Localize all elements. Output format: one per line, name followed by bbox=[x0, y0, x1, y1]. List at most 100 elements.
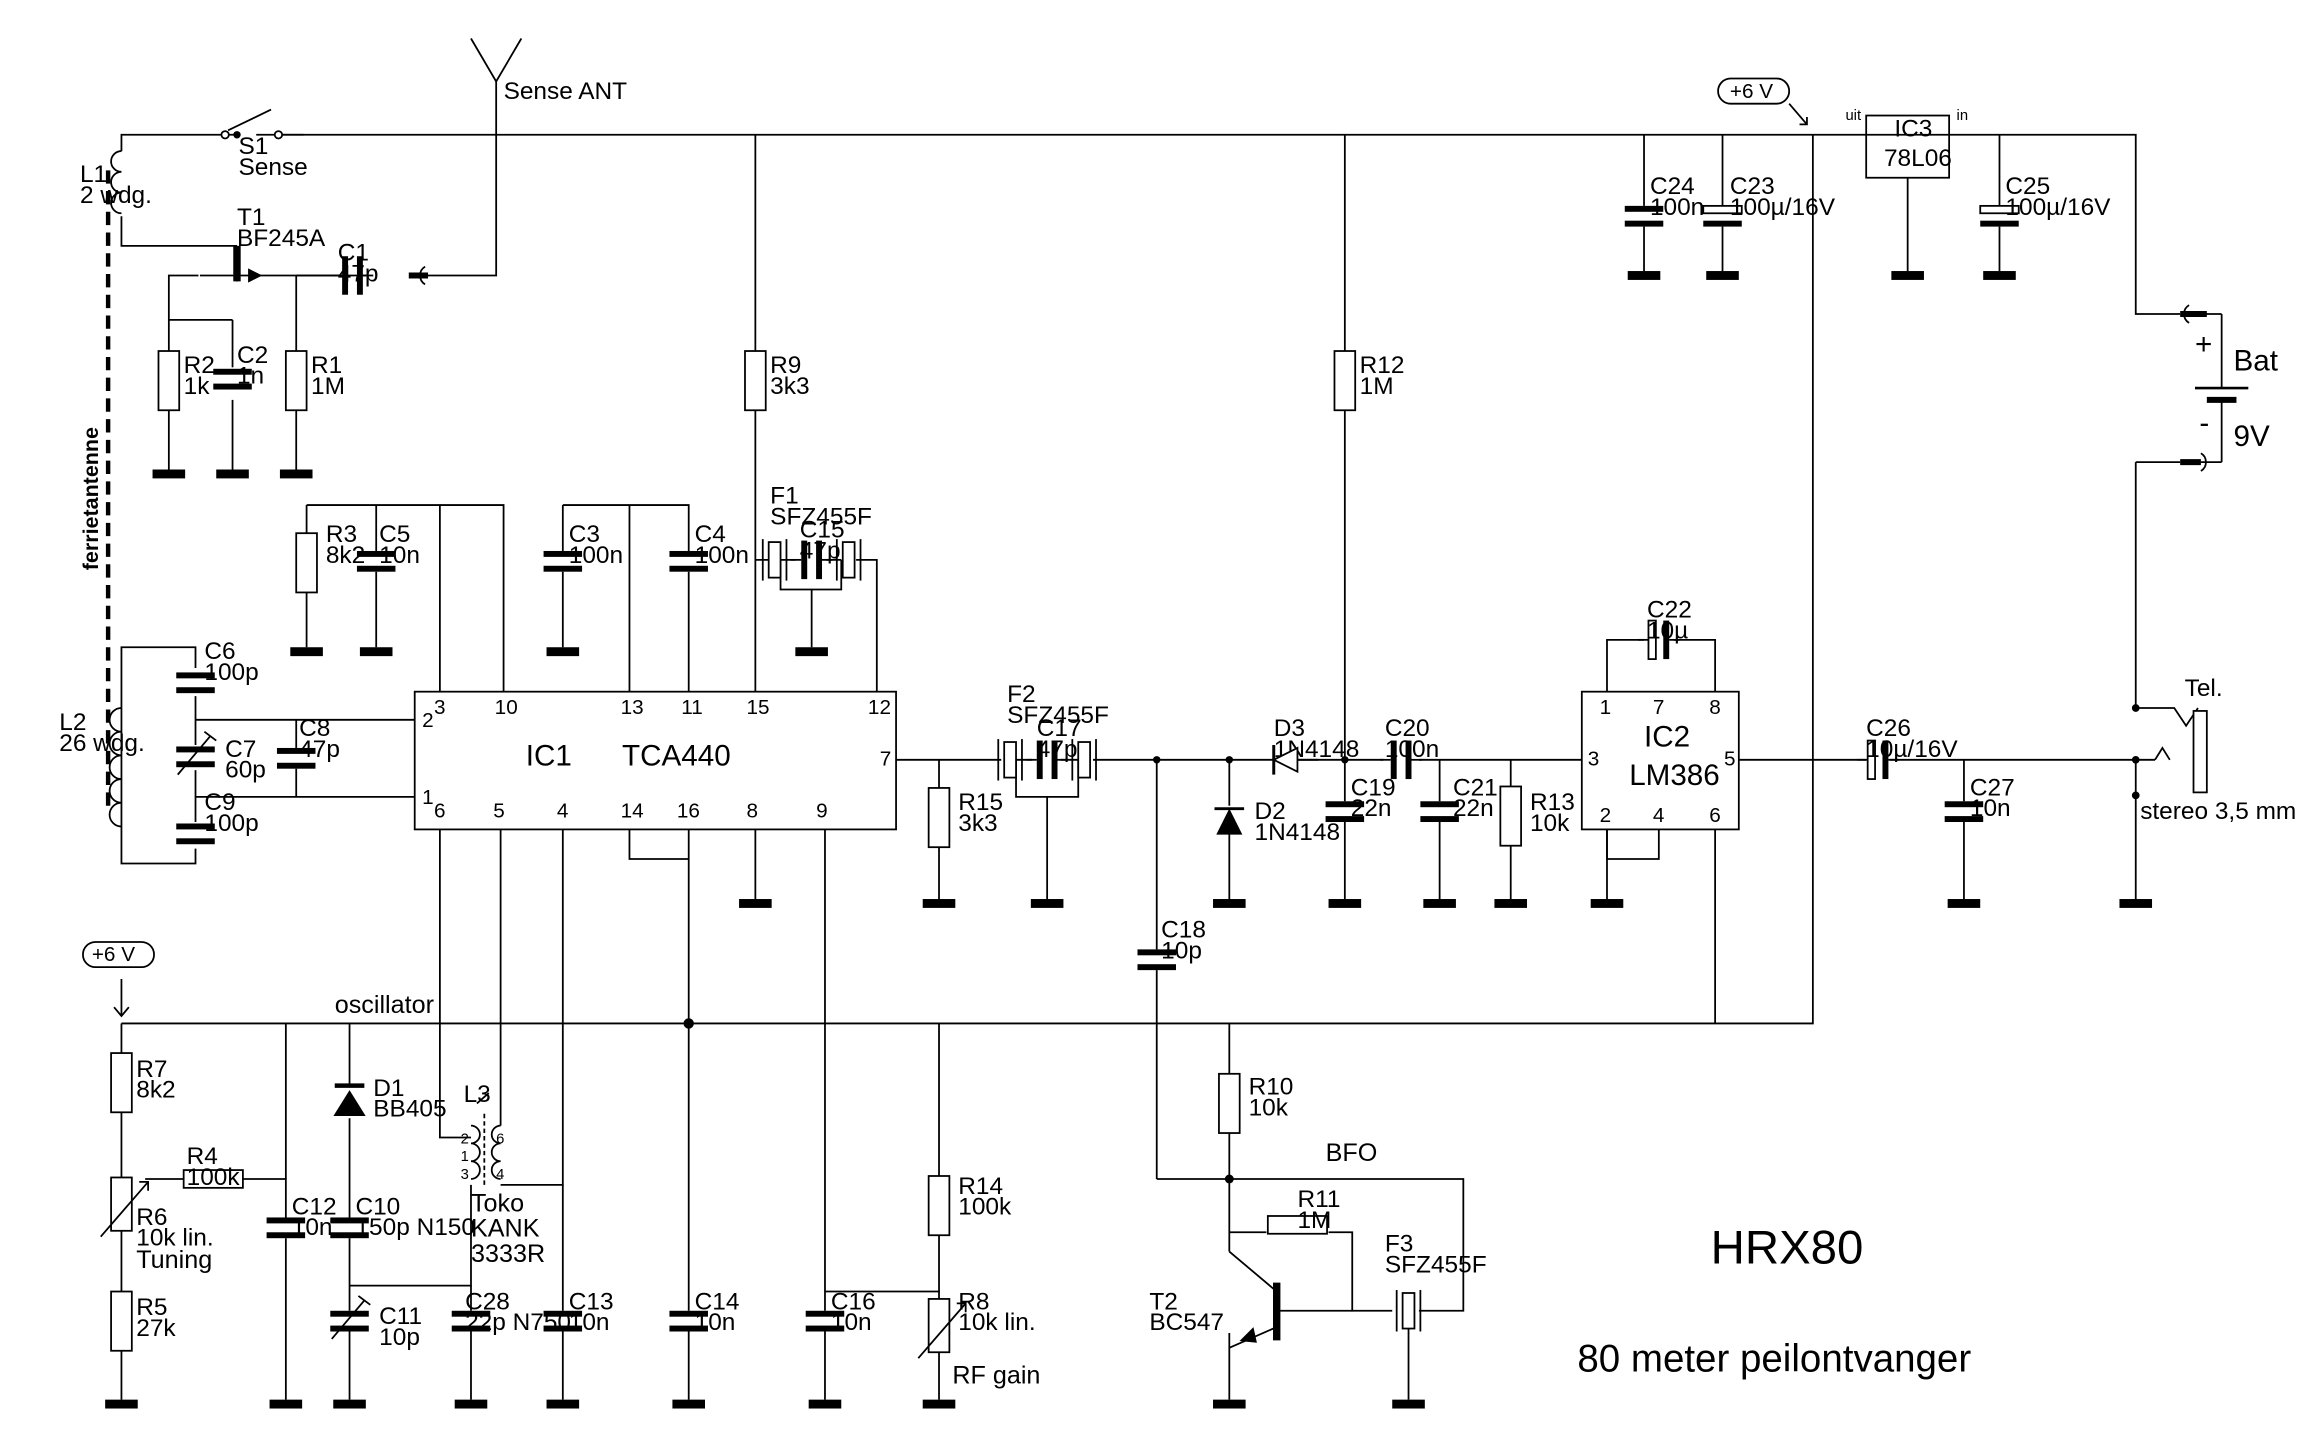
label-c6-ref: C6 bbox=[204, 638, 235, 665]
label-c26-value: 10µ/16V bbox=[1866, 736, 1958, 763]
label-r12-value: 1M bbox=[1360, 373, 1394, 400]
battery-icon bbox=[2194, 313, 2249, 463]
headphone-label: Tel. bbox=[2185, 675, 2223, 702]
component-c13 bbox=[543, 1310, 583, 1332]
component-r7 bbox=[110, 1052, 133, 1114]
label-r3-value: 8k2 bbox=[326, 542, 365, 569]
ground-icon bbox=[1328, 899, 1362, 908]
junctions bbox=[233, 131, 1349, 1184]
label-c22-value: 10µ bbox=[1647, 617, 1688, 644]
ground-icon bbox=[279, 469, 313, 479]
ic2-pin-5: 5 bbox=[1724, 748, 1736, 771]
ic2-pin-3: 3 bbox=[1588, 748, 1600, 771]
reg-out-label: uit bbox=[1845, 108, 1861, 124]
label-c13-ref: C13 bbox=[569, 1288, 614, 1315]
label-c27-ref: C27 bbox=[1970, 774, 2015, 801]
label-c10-ref: C10 bbox=[355, 1194, 400, 1221]
l3-type1: KANK bbox=[471, 1215, 540, 1243]
ground-icon bbox=[269, 1399, 303, 1409]
label-l3-ref: L3 bbox=[464, 1081, 491, 1108]
l3-type2: 3333R bbox=[471, 1240, 545, 1268]
ic2-type: LM386 bbox=[1629, 759, 1720, 792]
label-c8-ref: C8 bbox=[299, 715, 330, 742]
label-r10-ref: R10 bbox=[1249, 1074, 1294, 1101]
label-l2-ref: L2 bbox=[59, 709, 86, 736]
ground-icon bbox=[922, 1399, 956, 1409]
label-c15-value: 47p bbox=[800, 537, 841, 564]
ic1-pin-14: 14 bbox=[621, 800, 644, 823]
connector-icons bbox=[408, 265, 2207, 472]
component-r1 bbox=[284, 350, 308, 412]
component-r9 bbox=[744, 350, 767, 412]
ground-icon bbox=[359, 647, 393, 657]
ic1-pin-12: 12 bbox=[868, 696, 891, 719]
label-r6-ref: R6 bbox=[136, 1204, 167, 1231]
tuning-label: Tuning bbox=[136, 1246, 212, 1274]
ground-icon bbox=[1213, 899, 1246, 908]
ic1-pin-9: 9 bbox=[816, 800, 828, 823]
ic1-pin-3: 3 bbox=[434, 696, 446, 719]
component-r4 bbox=[182, 1169, 244, 1189]
component-c9 bbox=[176, 823, 215, 845]
label-c24-ref: C24 bbox=[1650, 173, 1695, 200]
component-r10 bbox=[1218, 1072, 1241, 1134]
l3-pin-2: 2 bbox=[461, 1131, 469, 1147]
label-c7-ref: C7 bbox=[225, 736, 256, 763]
ic1-pin-15: 15 bbox=[746, 696, 769, 719]
oscillator-label: oscillator bbox=[335, 991, 434, 1019]
ground-icon bbox=[1947, 899, 1981, 908]
label-c14-value: 10n bbox=[695, 1309, 736, 1336]
rf-gain-label: RF gain bbox=[952, 1361, 1040, 1389]
ground-icon bbox=[795, 647, 828, 657]
component-c4 bbox=[669, 550, 708, 572]
label-f2-ref: F2 bbox=[1007, 681, 1036, 708]
ic3-ref: IC3 bbox=[1894, 115, 1932, 142]
label-t1-value: BF245A bbox=[237, 225, 326, 252]
label-c24-value: 100n bbox=[1650, 194, 1704, 221]
label-c22-ref: C22 bbox=[1647, 597, 1692, 624]
component-c25 bbox=[1979, 204, 2020, 227]
ic3-type: 78L06 bbox=[1884, 145, 1952, 172]
ic1-pin-11: 11 bbox=[681, 696, 703, 719]
label-c25-value: 100µ/16V bbox=[2005, 194, 2111, 221]
label-c13-value: 10n bbox=[569, 1309, 610, 1336]
ic2-pin-6: 6 bbox=[1709, 804, 1721, 827]
ground-icon bbox=[1392, 1399, 1425, 1409]
label-c23-value: 100µ/16V bbox=[1730, 194, 1836, 221]
varicap-d1 bbox=[333, 1083, 366, 1117]
rail-top-label: +6 V bbox=[1730, 80, 1773, 103]
label-r13-value: 10k bbox=[1530, 810, 1570, 837]
component-f3 bbox=[1395, 1290, 1422, 1332]
label-c15-ref: C15 bbox=[800, 517, 845, 544]
label-t2-ref: T2 bbox=[1149, 1288, 1178, 1315]
label-s1-value: Sense bbox=[238, 154, 307, 181]
label-c17-ref: C17 bbox=[1037, 715, 1082, 742]
component-r5 bbox=[110, 1290, 133, 1352]
label-c18-value: 10p bbox=[1161, 937, 1202, 964]
ground-icon bbox=[739, 899, 772, 908]
ground-icon bbox=[333, 1399, 366, 1409]
label-d1-value: BB405 bbox=[373, 1096, 446, 1123]
component-c11 bbox=[330, 1295, 371, 1340]
component-c6 bbox=[176, 672, 215, 694]
ground-icon bbox=[216, 469, 249, 479]
label-s1-ref: S1 bbox=[238, 133, 268, 160]
ic1-box bbox=[413, 690, 897, 831]
label-r2-ref: R2 bbox=[184, 352, 215, 379]
coil-l2 bbox=[108, 707, 122, 828]
label-r14-ref: R14 bbox=[958, 1173, 1003, 1200]
component-f2 bbox=[997, 739, 1097, 781]
label-r9-ref: R9 bbox=[770, 352, 801, 379]
battery-plus: + bbox=[2195, 328, 2212, 361]
label-r1-value: 1M bbox=[311, 373, 345, 400]
label-f1-ref: F1 bbox=[770, 483, 799, 510]
label-c7-value: 60p bbox=[225, 757, 266, 784]
ground-icon bbox=[546, 647, 580, 657]
label-c26-ref: C26 bbox=[1866, 715, 1911, 742]
label-r7-value: 8k2 bbox=[136, 1076, 175, 1103]
label-r10-value: 10k bbox=[1249, 1094, 1289, 1121]
ground-icon bbox=[1983, 271, 2016, 280]
ic1-pin-16: 16 bbox=[677, 800, 700, 823]
label-t1-ref: T1 bbox=[237, 204, 266, 231]
